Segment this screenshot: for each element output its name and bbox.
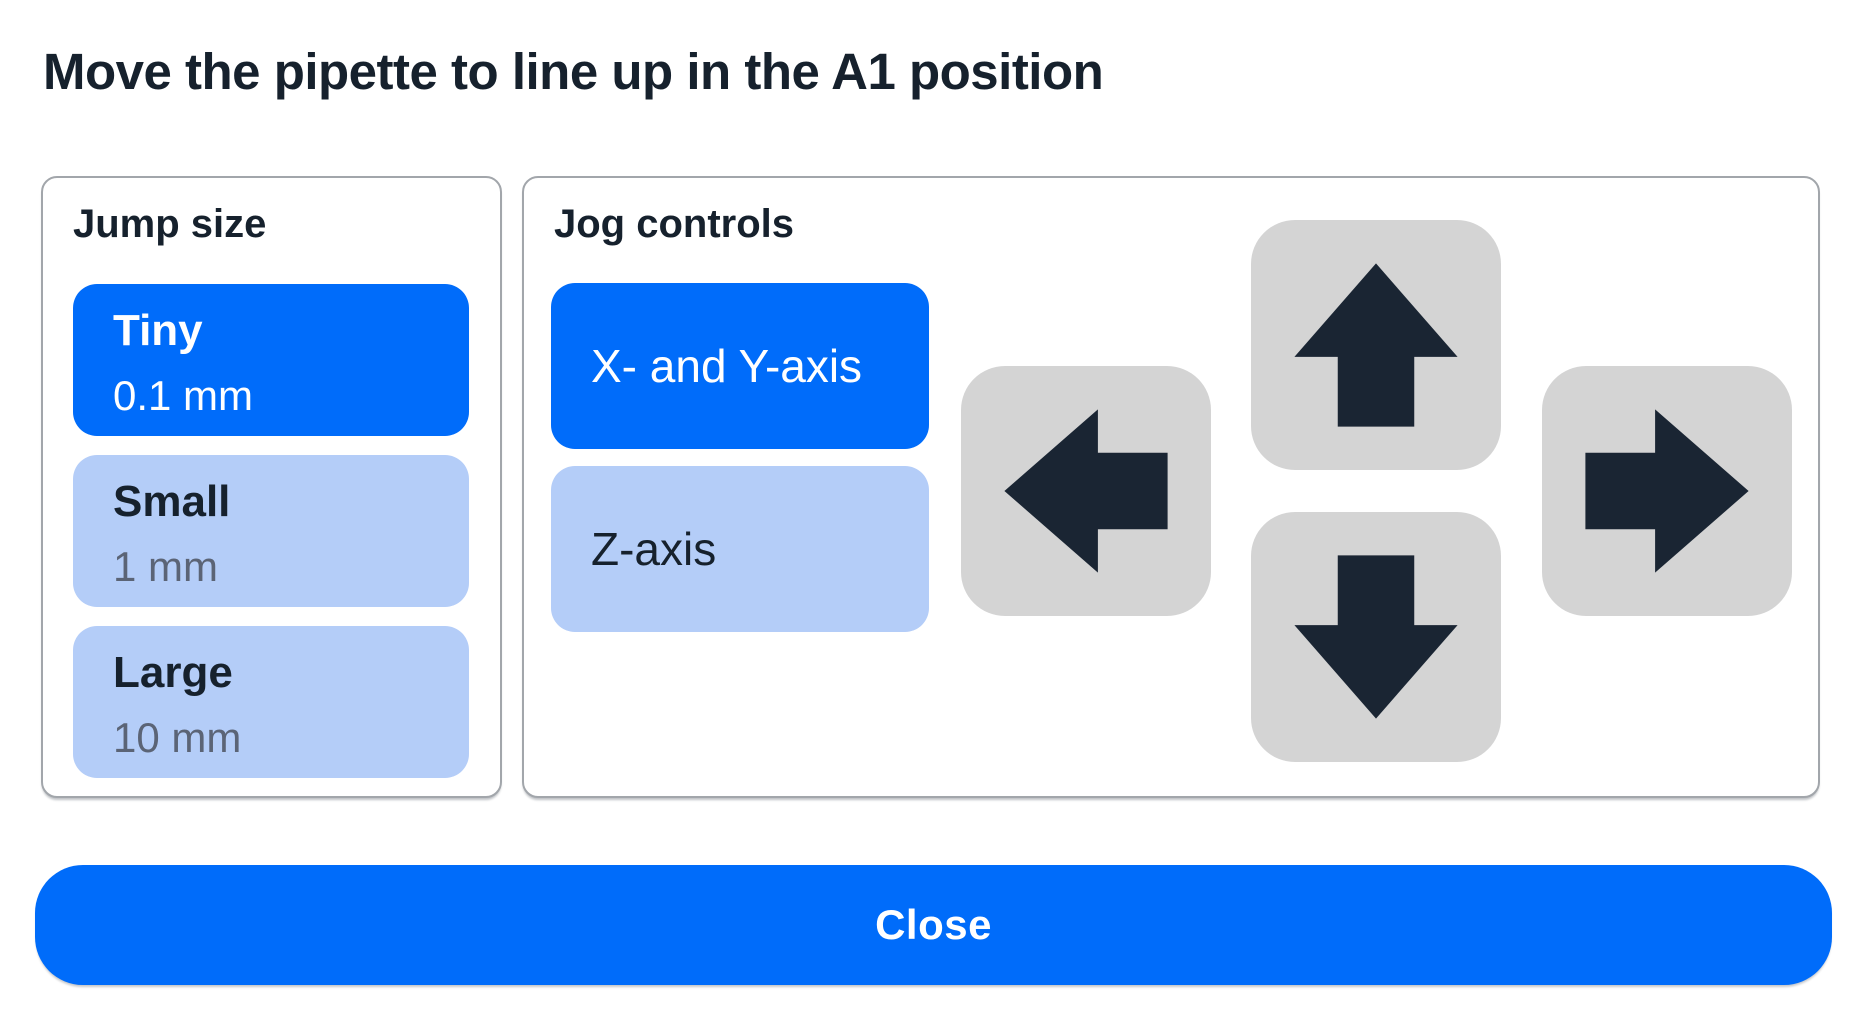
jump-size-option-label: Small [113, 477, 231, 526]
jump-size-option-large[interactable]: Large 10 mm [73, 626, 469, 778]
arrow-down-icon [1294, 555, 1458, 719]
arrow-left-icon [1004, 409, 1168, 573]
jump-size-option-tiny[interactable]: Tiny 0.1 mm [73, 284, 469, 436]
jog-controls-heading: Jog controls [554, 202, 795, 246]
jog-down-button[interactable] [1251, 512, 1501, 762]
jump-size-option-label: Tiny [113, 306, 203, 355]
axis-toggle-label: X- and Y-axis [591, 340, 863, 392]
jog-left-button[interactable] [961, 366, 1211, 616]
jump-size-option-value: 1 mm [113, 543, 218, 590]
axis-toggle-label: Z-axis [591, 523, 717, 575]
page-title: Move the pipette to line up in the A1 po… [43, 43, 1104, 100]
axis-toggle-x-and-y[interactable]: X- and Y-axis [551, 283, 929, 449]
close-button-label: Close [875, 901, 992, 948]
arrow-right-icon [1585, 409, 1749, 573]
jump-size-option-label: Large [113, 648, 233, 697]
jog-up-button[interactable] [1251, 220, 1501, 470]
close-button[interactable]: Close [35, 865, 1832, 985]
jump-size-panel: Jump size Tiny 0.1 mm Small 1 mm Large 1… [41, 176, 502, 798]
jog-controls-panel: Jog controls X- and Y-axis Z-axis [522, 176, 1820, 798]
jog-right-button[interactable] [1542, 366, 1792, 616]
jump-size-option-value: 10 mm [113, 714, 242, 761]
axis-toggle-z[interactable]: Z-axis [551, 466, 929, 632]
jump-size-heading: Jump size [73, 202, 267, 246]
jump-size-option-small[interactable]: Small 1 mm [73, 455, 469, 607]
arrow-up-icon [1294, 263, 1458, 427]
jump-size-option-value: 0.1 mm [113, 372, 254, 419]
